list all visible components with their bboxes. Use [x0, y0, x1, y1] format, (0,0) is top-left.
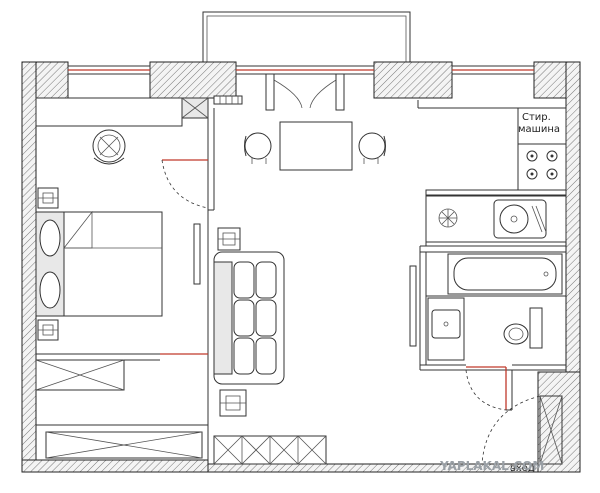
double-bed	[35, 210, 163, 317]
washer-label-line1: Стир.	[522, 112, 551, 123]
armchair-icon	[92, 129, 126, 165]
sofa	[213, 251, 285, 385]
nightstand-icon	[37, 319, 59, 341]
chair-icon	[358, 132, 386, 164]
balcony-door	[265, 73, 345, 111]
dining-table	[279, 121, 353, 171]
stove	[517, 143, 567, 191]
watermark: YAPLAKAL.COM	[439, 459, 544, 473]
living-furniture	[213, 121, 417, 465]
side-table-icon	[219, 389, 247, 417]
washing-machine	[517, 107, 567, 145]
bathtub-icon	[447, 253, 563, 295]
nightstand-icon	[37, 187, 59, 209]
sink-icon	[493, 199, 547, 239]
entrance-label: вход	[510, 463, 535, 474]
kitchen: Стир. машина	[425, 107, 567, 243]
burner-icon	[526, 150, 558, 180]
entrance-door	[481, 395, 563, 465]
side-table-icon	[217, 227, 241, 251]
flower-icon	[438, 208, 458, 228]
wardrobe	[213, 435, 327, 465]
washer-label-line2: машина	[518, 124, 560, 135]
radiator-icon	[213, 95, 243, 105]
windows	[67, 65, 535, 75]
balcony	[202, 11, 411, 71]
bathroom	[427, 253, 563, 361]
exterior-walls	[21, 61, 581, 473]
bedroom-furniture	[35, 95, 243, 341]
washbasin-icon	[427, 297, 465, 361]
chair-icon	[244, 132, 272, 164]
toilet-icon	[503, 307, 543, 349]
